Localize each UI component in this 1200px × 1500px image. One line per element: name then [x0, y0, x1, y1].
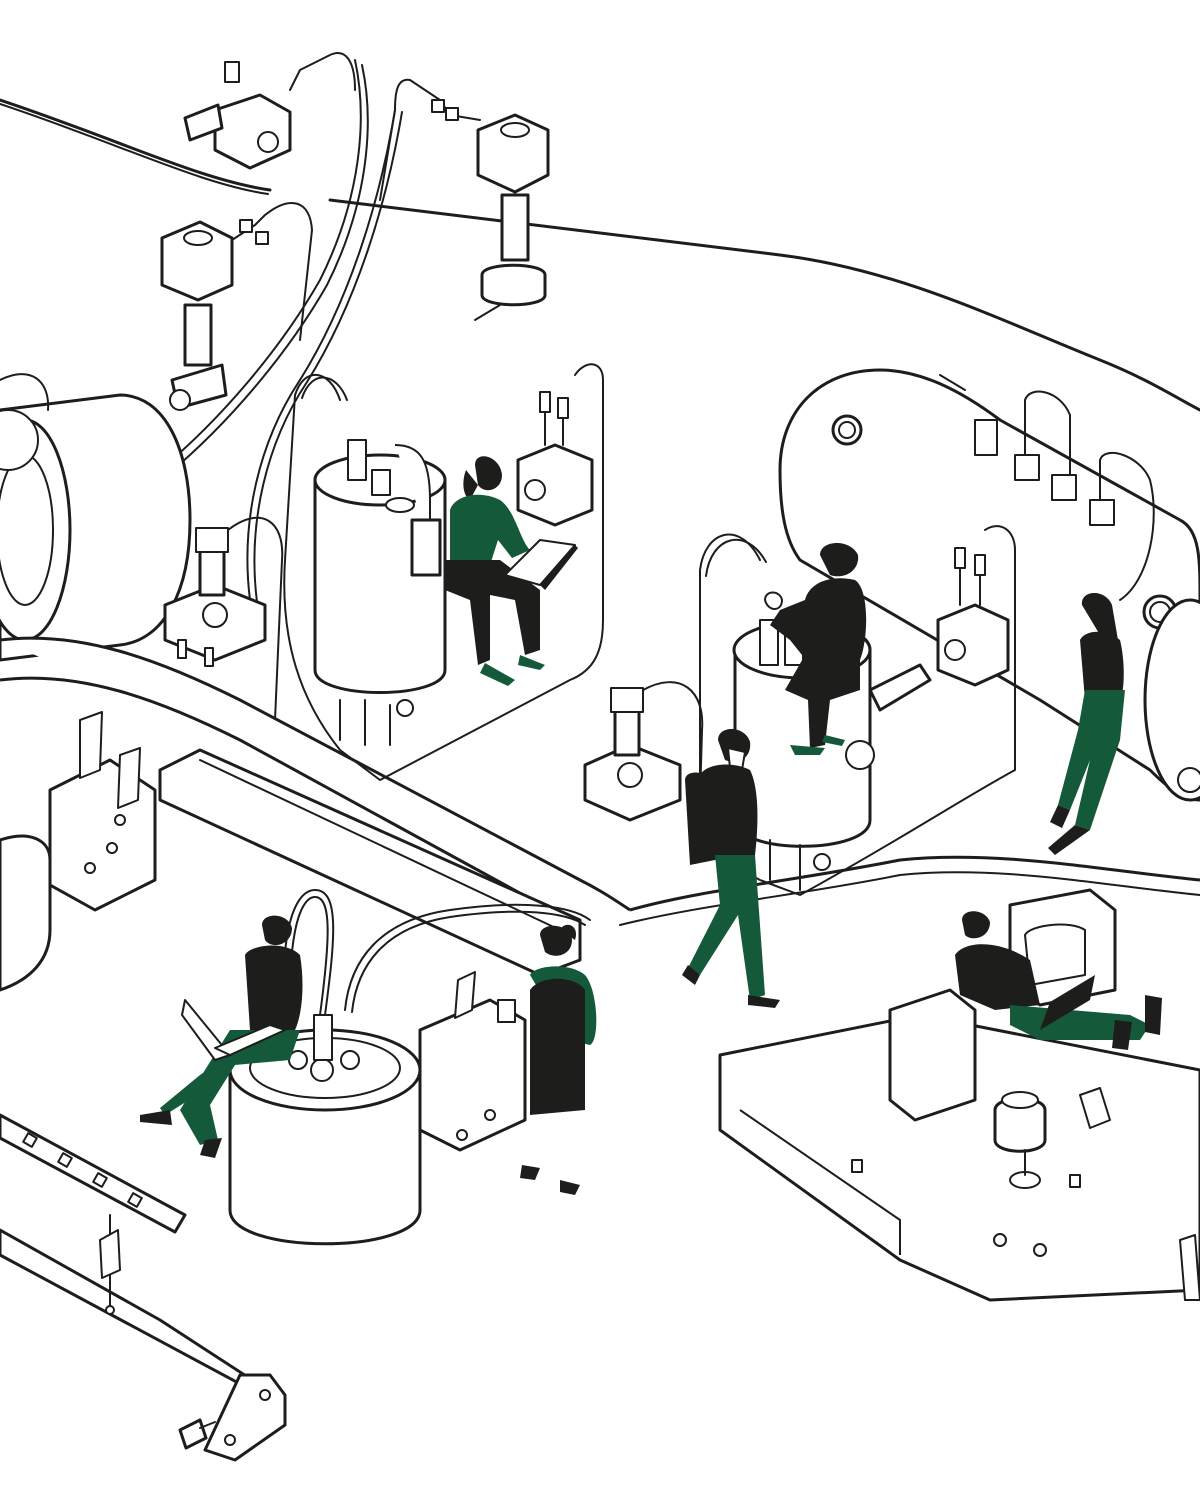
- frame-rail-center: [0, 636, 1200, 977]
- pressure-switch-left: [163, 516, 284, 721]
- person-man-laptop-bottom: [140, 915, 303, 1158]
- person-man-sitting-right: [764, 542, 867, 755]
- person-woman-bag: [497, 924, 597, 1195]
- person-woman-laptop-center: [445, 456, 578, 686]
- mounting-bracket-bottom: [0, 1113, 287, 1462]
- person-man-reclining: [955, 911, 1162, 1050]
- solenoid-valve-right: [936, 547, 1010, 687]
- solenoid-valve-top-center: [379, 78, 550, 321]
- control-board-right: [718, 888, 1200, 1302]
- solenoid-valve-center-right: [516, 391, 594, 527]
- boiler-center: [283, 363, 604, 781]
- pump-motor-left: [0, 373, 192, 662]
- frame-left-section: [0, 711, 157, 992]
- person-man-walking: [682, 728, 780, 1008]
- pressure-switch-center: [583, 681, 704, 822]
- solenoid-valve-left: [160, 202, 313, 411]
- boiler-bottom: [228, 889, 591, 1246]
- person-woman-leaning: [1048, 592, 1125, 855]
- solenoid-valve-top-left: [183, 52, 356, 170]
